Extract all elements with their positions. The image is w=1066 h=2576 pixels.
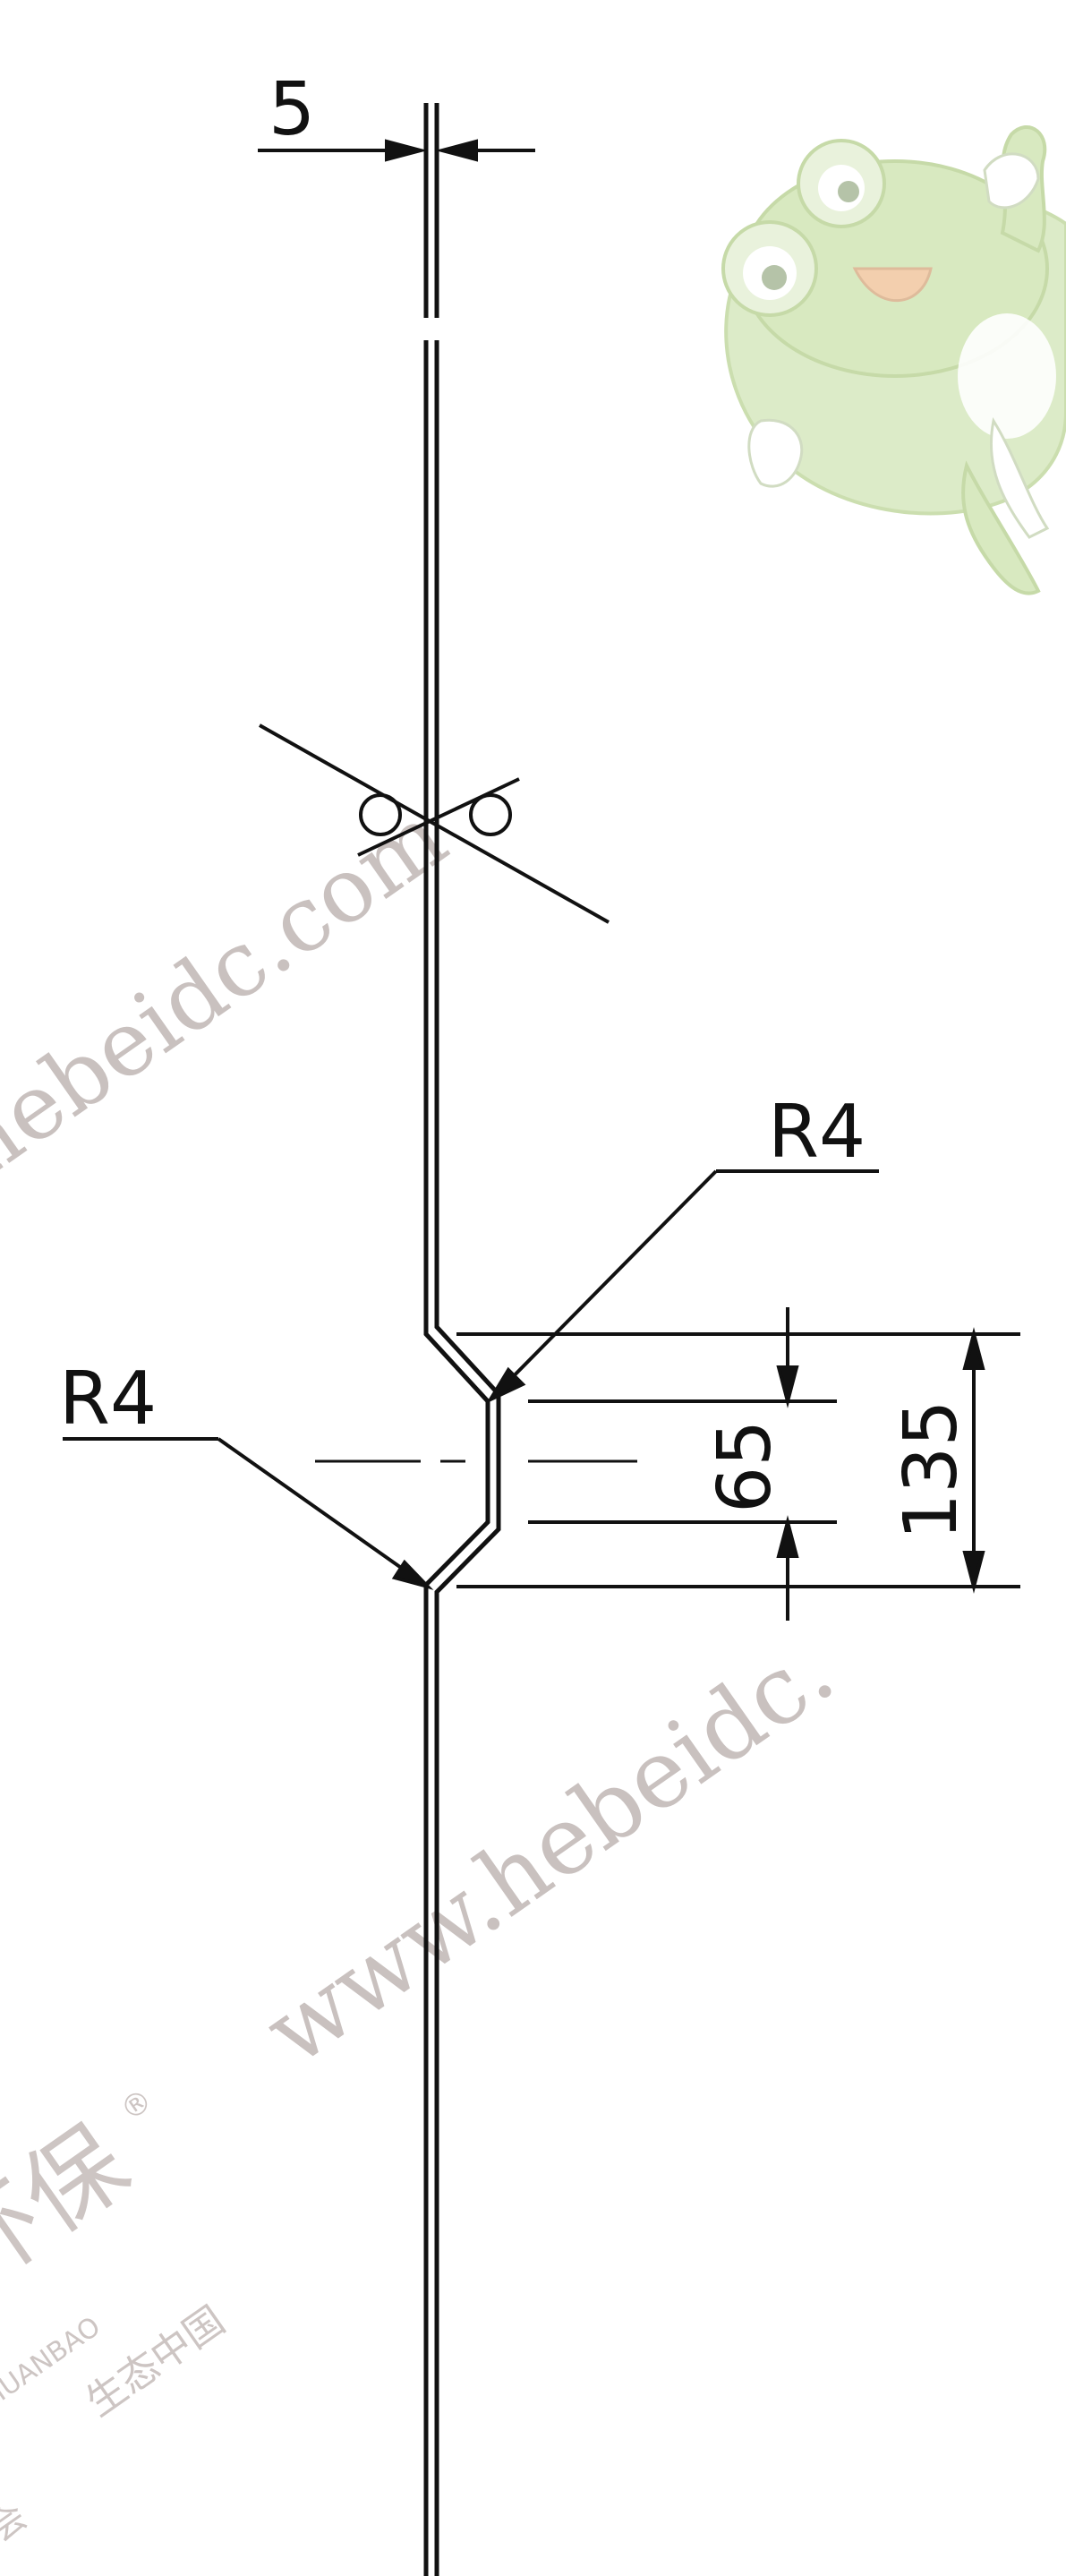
watermark-brand-mark: ® — [114, 2082, 159, 2128]
dimension-5 — [258, 139, 535, 162]
dimension-65 — [776, 1307, 799, 1621]
watermark-site-lower: www.hebeidc. — [245, 1616, 852, 2087]
watermark-partial-cn: 会 — [0, 2496, 35, 2551]
frog-watermark — [721, 124, 1066, 595]
radius-lower-label: R4 — [59, 1356, 157, 1442]
dimension-135 — [962, 1327, 985, 1594]
plate-profile — [423, 103, 501, 2576]
dimension-5-label: 5 — [269, 67, 315, 152]
radius-upper-label: R4 — [768, 1090, 866, 1175]
break-symbol — [259, 723, 610, 924]
dimension-65-label: 65 — [703, 1420, 788, 1513]
watermark-site-upper: hebeidc.com — [0, 784, 465, 1200]
radius-upper-leader — [485, 1169, 879, 1404]
dimension-135-label: 135 — [889, 1399, 974, 1540]
extension-lines — [456, 1332, 1020, 1588]
watermark-slogan-cn: 生态中国 — [78, 2298, 233, 2426]
watermark-brand-cn: 环保 — [0, 2104, 148, 2311]
radius-lower-leader — [63, 1437, 434, 1590]
